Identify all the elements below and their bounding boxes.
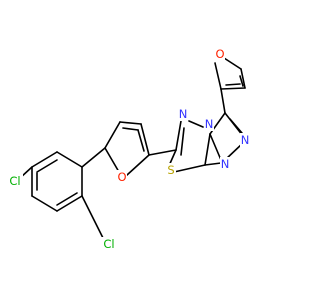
- bond-7: [56, 192, 78, 206]
- atom-label-o2: O: [215, 47, 224, 61]
- bond-11: [81, 147, 106, 168]
- bond-35: [240, 68, 246, 89]
- bond-16: [126, 154, 150, 176]
- bond-37: [239, 75, 244, 87]
- bond-20: [175, 120, 182, 151]
- atom-n4: N: [220, 157, 230, 171]
- atom-n3: N: [240, 133, 250, 147]
- bond-13: [104, 121, 121, 149]
- bond-34: [223, 57, 242, 70]
- atom-label-s1: S: [167, 163, 174, 177]
- bond-22: [173, 164, 206, 173]
- bond-33: [214, 62, 222, 90]
- atom-label-n2: N: [205, 117, 214, 131]
- bond-15: [140, 123, 150, 156]
- bond-3: [56, 195, 83, 212]
- atom-label-n1: N: [179, 107, 188, 121]
- bond-14: [119, 121, 142, 125]
- atom-cl2: Cl: [101, 237, 117, 251]
- atom-cl1: Cl: [7, 174, 23, 188]
- bond-6: [36, 159, 58, 173]
- molecule-diagram: Cl Cl O O S N N N N: [7, 47, 250, 251]
- atom-o1: O: [117, 170, 127, 184]
- bond-31: [229, 118, 243, 134]
- atom-o2: O: [215, 47, 225, 61]
- atom-label-o1: O: [117, 170, 126, 184]
- atom-s1: S: [166, 163, 176, 177]
- atom-n2: N: [204, 117, 214, 131]
- bond-32: [220, 88, 226, 114]
- atom-label-n3: N: [241, 133, 250, 147]
- bond-1: [56, 151, 83, 168]
- bond-25: [180, 127, 185, 156]
- bond-29: [204, 162, 222, 166]
- structure-drawing: Cl Cl O O S N N N N: [7, 47, 250, 251]
- bond-18: [137, 129, 145, 152]
- atom-label-n4: N: [221, 157, 230, 171]
- bond-19: [148, 149, 177, 156]
- bond-layer: [19, 57, 246, 241]
- bond-17: [122, 127, 139, 131]
- bond-0: [31, 151, 58, 168]
- bond-23: [204, 133, 211, 166]
- atom-label-layer: Cl Cl O O S N N N N: [7, 47, 250, 251]
- atom-label-cl2: Cl: [103, 237, 114, 251]
- bond-24: [188, 120, 204, 128]
- bond-38: [225, 83, 241, 86]
- bond-30: [209, 133, 222, 161]
- bond-12: [104, 147, 120, 173]
- bond-36: [220, 87, 246, 90]
- bond-4: [31, 195, 58, 212]
- atom-label-cl1: Cl: [9, 174, 20, 188]
- atom-n1: N: [178, 107, 188, 121]
- bond-10: [81, 195, 105, 241]
